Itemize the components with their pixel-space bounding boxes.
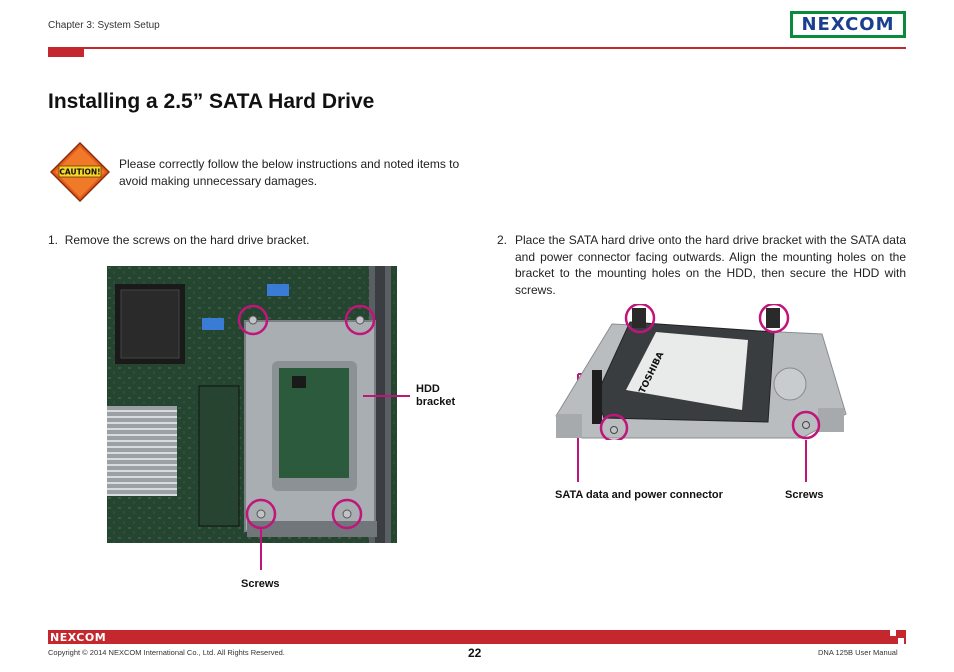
screw-highlight-2 [344, 304, 376, 336]
hdd-label-line2: bracket [416, 396, 456, 408]
footer-logo: NEXCOM [50, 631, 107, 644]
screw-highlight-1 [237, 304, 269, 336]
step-2: 2. Place the SATA hard drive onto the ha… [497, 232, 906, 298]
bracket-tab-right [818, 408, 844, 432]
screw-3 [256, 509, 266, 519]
header-rule [48, 47, 906, 49]
hdd-bracket-label: HDD bracket [416, 383, 455, 409]
hdd-screw-highlight-2 [758, 304, 790, 334]
screws-label-2: Screws [785, 489, 824, 501]
step-1-number: 1. [48, 233, 59, 247]
page-number: 22 [468, 646, 482, 660]
copyright-text: Copyright © 2014 NEXCOM International Co… [48, 648, 285, 657]
sata-port-2 [267, 284, 289, 296]
hdd-screw-highlight-3 [599, 413, 629, 440]
page-title: Installing a 2.5” SATA Hard Drive [48, 90, 375, 113]
hdd-label-line1: HDD [416, 383, 440, 395]
memory-slot [198, 385, 240, 527]
hdd-bracket-photo [107, 266, 397, 543]
caution-text: Please correctly follow the below instru… [119, 157, 460, 188]
screws-label-1: Screws [241, 578, 280, 590]
sata-port-1 [202, 318, 224, 330]
header-rule-block [48, 47, 84, 57]
step-1: 1. Remove the screws on the hard drive b… [48, 232, 448, 249]
cpu-heatsink [107, 406, 177, 496]
screw-2 [355, 315, 365, 325]
screw-4 [342, 509, 352, 519]
manual-name: DNA 125B User Manual [818, 648, 898, 657]
step-1-text: Remove the screws on the hard drive brac… [64, 233, 310, 247]
nexcom-logo: NEXCOM [790, 11, 906, 38]
step-2-number: 2. [497, 233, 508, 247]
footer-squares [890, 630, 906, 644]
hdd-screw-highlight-4 [791, 410, 821, 440]
logo-text: NEXCOM [801, 14, 895, 35]
caution-sign-icon: CAUTION! [50, 142, 110, 202]
caution-sign-text: CAUTION! [59, 168, 100, 177]
step-2-text: Place the SATA hard drive onto the hard … [515, 233, 906, 297]
bracket-screw-2 [802, 421, 810, 429]
screw-1 [248, 315, 258, 325]
footer-bar [48, 630, 906, 644]
bracket-tab-left [556, 414, 582, 438]
hdd-screw-highlight-1 [624, 304, 656, 334]
bracket-window-board [279, 368, 349, 478]
chapter-heading: Chapter 3: System Setup [48, 20, 160, 31]
sata-connector [592, 370, 602, 424]
drive-label [626, 332, 748, 410]
drive-hub [773, 367, 807, 401]
bracket-screw-1 [610, 426, 618, 434]
hdd-on-bracket-photo: TOSHIBA [555, 304, 847, 440]
sata-connector-label: SATA data and power connector [555, 489, 723, 501]
screw-highlight-4 [331, 498, 363, 530]
